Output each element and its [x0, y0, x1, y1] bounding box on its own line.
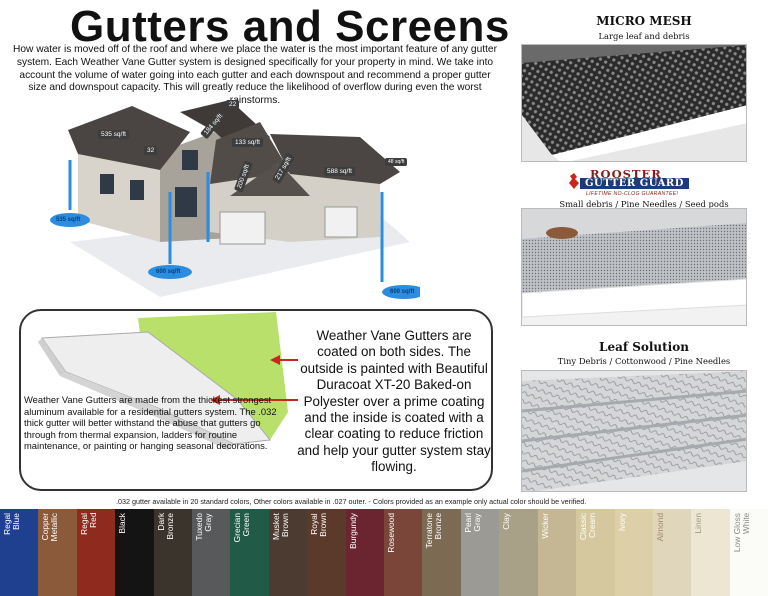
color-swatch-label: Low Gloss White — [731, 513, 751, 553]
leaf-solution-photo — [521, 370, 747, 492]
color-swatch: Ivory — [614, 509, 653, 596]
page-title: Gutters and Screens — [70, 2, 510, 51]
color-swatch: Tuxedo Gray — [192, 509, 231, 596]
color-swatch: Rosewood — [384, 509, 423, 596]
screen-description: Tiny Debris / Cottonwood / Pine Needles — [557, 356, 731, 366]
house-illustration: 535 sq/ft 32 184 sq/ft 22 133 sq/ft 200 … — [40, 92, 420, 307]
splash-label: 600 sq/ft — [390, 289, 415, 295]
color-swatch: Almond — [652, 509, 692, 596]
screen-name: MICRO MESH — [596, 14, 692, 28]
logo-line-1: ROOSTER — [590, 167, 662, 181]
area-tag: 22 — [226, 100, 240, 109]
color-swatch-label: Dark Bronze — [155, 513, 175, 540]
area-tag: 133 sq/ft — [232, 138, 263, 147]
color-swatch: Copper Metallic — [38, 509, 77, 596]
color-swatch-label: Grecian Green — [232, 513, 252, 543]
rooster-guard-photo — [521, 208, 747, 326]
color-swatch: Pearl Gray — [460, 509, 500, 596]
splash-label: 600 sq/ft — [156, 269, 181, 275]
area-tag: 535 sq/ft — [98, 130, 129, 139]
color-swatch-label: Terratone Bronze — [424, 513, 444, 549]
color-swatch: Regal Blue — [0, 509, 39, 596]
area-tag: 588 sq/ft — [324, 167, 355, 176]
color-swatch-label: Tuxedo Gray — [194, 513, 214, 541]
color-swatch-label: Burgundy — [347, 513, 358, 549]
screen-description: Large leaf and debris — [598, 31, 690, 41]
color-swatch: Classic Cream — [576, 509, 615, 596]
color-swatch: Grecian Green — [230, 509, 269, 596]
coating-description: Weather Vane Gutters are coated on both … — [297, 328, 491, 475]
color-swatch-label: Almond — [654, 513, 665, 542]
logo-line-2: GUTTER GUARD — [580, 178, 689, 189]
color-swatch-label: Pearl Gray — [462, 513, 482, 533]
color-swatch: Wicker — [537, 509, 577, 596]
color-swatch-label: Rosewood — [386, 513, 397, 553]
color-swatch: Low Gloss White — [729, 509, 768, 596]
pointer-arrows-graphic — [210, 355, 298, 405]
rooster-icon — [569, 173, 579, 189]
color-swatch: Musket Brown — [268, 509, 308, 596]
color-swatch-label: Clay — [501, 513, 512, 530]
area-tag: 48 sq/ft — [385, 158, 408, 166]
color-swatch-label: Regal Red — [78, 513, 98, 535]
color-swatch-label: Musket Brown — [270, 513, 290, 540]
color-swatch: Black — [115, 509, 154, 596]
color-swatch: Royal Brown — [307, 509, 346, 596]
screen-name: Leaf Solution — [599, 340, 689, 354]
color-swatch-label: Classic Cream — [578, 513, 598, 540]
color-swatch: Linen — [691, 509, 730, 596]
color-swatch-label: Wicker — [539, 513, 550, 539]
color-swatch-label: Linen — [693, 513, 704, 534]
color-swatch-label: Royal Brown — [309, 513, 329, 537]
logo-tagline: LIFETIME NO-CLOG GUARANTEE! — [586, 191, 679, 197]
color-swatch-label: Ivory — [616, 513, 627, 532]
splash-label: 535 sq/ft — [56, 217, 81, 223]
color-swatch-label: Copper Metallic — [40, 513, 60, 542]
color-swatch: Dark Bronze — [153, 509, 193, 596]
screen-description: Small debris / Pine Needles / Seed pods — [559, 199, 729, 209]
gutter-info-box — [19, 309, 493, 491]
rooster-gutter-guard-logo: ROOSTER GUTTER GUARD LIFETIME NO-CLOG GU… — [562, 167, 702, 197]
color-swatch-label: Black — [117, 513, 128, 534]
gutter-illustration — [38, 312, 288, 452]
color-swatch: Clay — [499, 509, 538, 596]
color-swatch: Burgundy — [345, 509, 385, 596]
color-swatch: Terratone Bronze — [422, 509, 461, 596]
aluminum-description: Weather Vane Gutters are made from the t… — [24, 394, 277, 452]
color-footnote: .032 gutter available in 20 standard col… — [116, 497, 587, 506]
intro-paragraph: How water is moved off of the roof and w… — [13, 44, 497, 107]
color-swatch: Regal Red — [76, 509, 116, 596]
micro-mesh-photo — [521, 44, 747, 162]
color-swatch-label: Regal Blue — [2, 513, 21, 535]
area-tag: 32 — [144, 146, 158, 155]
color-swatch-strip: Regal Blue Copper Metallic Regal Red Black D… — [0, 509, 768, 596]
